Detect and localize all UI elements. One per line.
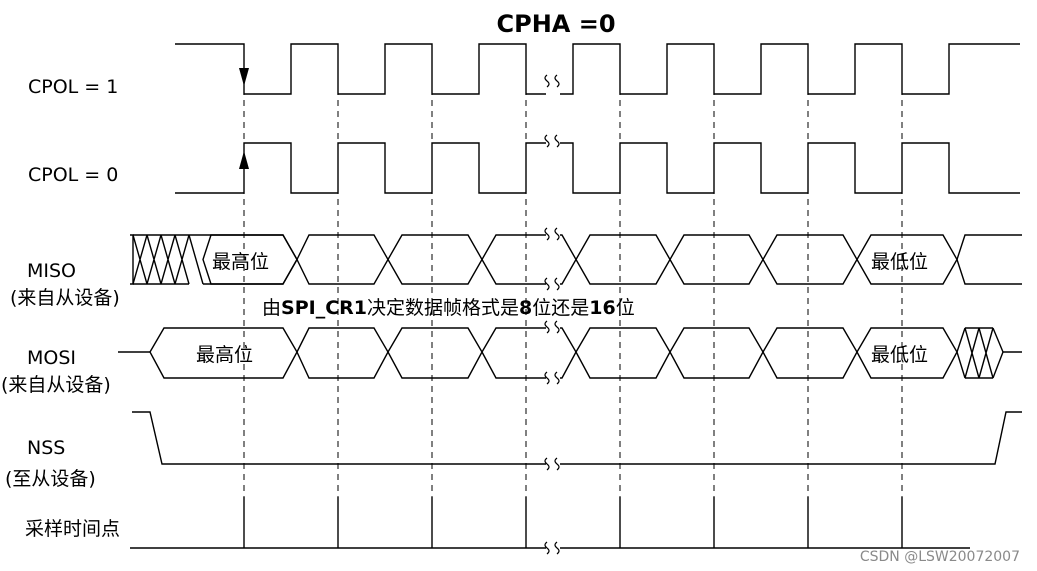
mosi-source-label: (来自从设备) — [1, 374, 111, 396]
time-break-icon — [544, 134, 560, 148]
mosi-bit-cell — [669, 327, 764, 379]
cpol1-clock-waveform — [175, 43, 1020, 95]
mosi-label: MOSI — [27, 347, 76, 369]
miso-bit-cell — [669, 234, 764, 285]
miso-data-waveform: 最高位 最低位 — [130, 234, 1022, 285]
frame-note-part: 位还是 — [532, 297, 589, 319]
frame-format-note: 由SPI_CR1决定数据帧格式是8位还是16位 — [262, 297, 635, 319]
frame-note-part: 由 — [262, 297, 281, 319]
mosi-lsb-label: 最低位 — [871, 344, 928, 366]
falling-edge-arrow-icon — [239, 68, 249, 86]
frame-note-bits-8: 8 — [519, 297, 532, 319]
sample-points-waveform — [130, 497, 970, 549]
miso-msb-label: 最高位 — [212, 251, 269, 273]
frame-note-part: 位 — [616, 297, 635, 319]
miso-source-label: (来自从设备) — [10, 287, 120, 309]
cpol1-label: CPOL = 1 — [28, 76, 118, 98]
time-break-marks — [544, 74, 560, 555]
frame-note-part: 决定数据帧格式是 — [367, 297, 519, 319]
mosi-bit-cell — [387, 327, 483, 379]
miso-bit-cell — [762, 234, 858, 285]
time-break-icon — [544, 541, 560, 555]
nss-waveform — [132, 411, 1022, 465]
mosi-bit-cell — [296, 327, 389, 379]
miso-bit-cell — [296, 234, 389, 285]
nss-label: NSS — [27, 437, 65, 459]
miso-bit-cell — [575, 234, 671, 285]
miso-label: MISO — [27, 260, 76, 282]
miso-bit-cell — [387, 234, 483, 285]
time-break-icon — [544, 371, 560, 385]
time-break-icon — [544, 320, 560, 334]
time-break-icon — [544, 74, 560, 88]
rising-edge-arrow-icon — [239, 151, 249, 169]
time-break-icon — [544, 227, 560, 241]
mosi-bit-cell — [575, 327, 671, 379]
nss-target-label: (至从设备) — [5, 468, 96, 490]
mosi-msb-label: 最高位 — [196, 344, 253, 366]
mosi-bit-cell — [762, 327, 858, 379]
cpol0-clock-waveform — [175, 142, 1020, 194]
cpol0-label: CPOL = 0 — [28, 164, 118, 186]
diagram-title: CPHA =0 — [496, 10, 615, 38]
sample-points-label: 采样时间点 — [25, 518, 120, 540]
mosi-data-waveform: 最高位 最低位 — [118, 327, 1022, 379]
frame-note-bits-16: 16 — [589, 297, 615, 319]
time-break-icon — [544, 277, 560, 291]
time-break-icon — [544, 457, 560, 471]
watermark: CSDN @LSW20072007 — [860, 549, 1020, 565]
frame-note-register: SPI_CR1 — [281, 297, 367, 319]
miso-lsb-label: 最低位 — [871, 251, 928, 273]
